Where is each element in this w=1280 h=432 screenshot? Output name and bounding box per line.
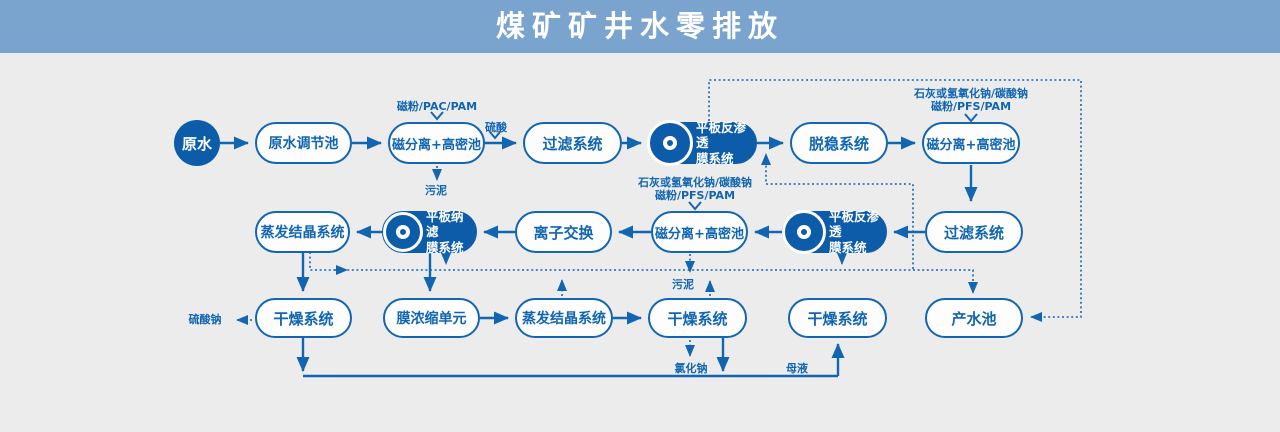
dotted-recycle-to-destab-feed: [761, 153, 914, 269]
node-destabilization: 脱稳系统: [790, 122, 888, 164]
node-evaporation-crystallization-1: 蒸发结晶系统: [255, 211, 350, 253]
chevron-dosing-r1: [430, 111, 444, 121]
label-sludge-1: 污泥: [425, 184, 447, 197]
label-line: 磁粉/PFS/PAM: [930, 100, 1012, 114]
node-drying-2: 干燥系统: [648, 298, 747, 338]
node-label: 平板纳滤 膜系统: [426, 208, 464, 255]
node-flat-ro-membrane-1: 平板反渗透 膜系统: [647, 119, 757, 166]
dotted-ro1-permeate-to-productpool: [708, 79, 1082, 322]
node-label: 平板反渗透 膜系统: [829, 208, 880, 255]
node-magnetic-separation-1b: 磁分离+高密池: [922, 122, 1020, 164]
membrane-disc-icon: [383, 212, 423, 252]
chevron-dosing-r2: [688, 201, 702, 211]
node-raw-water: 原水: [174, 120, 220, 166]
label-sludge-2: 污泥: [672, 278, 694, 291]
label-dosing-lime-group-1: 石灰或氢氧化钠/碳酸钠 磁粉/PFS/PAM: [914, 87, 1028, 113]
node-flat-nf-membrane: 平板纳滤 膜系统: [382, 208, 477, 255]
dosing-chevrons: [430, 111, 978, 211]
label-line: 石灰或氢氧化钠/碳酸钠: [913, 87, 1029, 100]
chevron-dosing-r1b: [964, 113, 978, 123]
dotted-cleanwater-collector: [309, 252, 978, 294]
node-evaporation-crystallization-2: 蒸发结晶系统: [515, 298, 613, 338]
node-product-water-pool: 产水池: [925, 298, 1023, 338]
node-magnetic-separation-2: 磁分离+高密池: [651, 211, 748, 253]
node-filtration-2: 过滤系统: [925, 211, 1023, 253]
membrane-disc-icon: [647, 120, 693, 166]
node-filtration-1: 过滤系统: [523, 122, 622, 164]
dotted-flow-lines: [236, 79, 1082, 357]
node-raw-water-regulating-pool: 原水调节池: [255, 122, 352, 164]
node-label: 平板反渗透 膜系统: [696, 119, 747, 166]
node-drying-1: 干燥系统: [255, 298, 352, 338]
node-membrane-concentration: 膜浓缩单元: [383, 298, 480, 338]
label-sodium-sulfate: 硫酸钠: [188, 313, 222, 326]
label-line: 磁粉/PFS/PAM: [654, 189, 736, 203]
solid-flow-arrows: [220, 136, 978, 378]
title-bar: 煤矿矿井水零排放: [0, 0, 1280, 53]
node-drying-3: 干燥系统: [788, 298, 887, 338]
label-mother-liquor: 母液: [786, 362, 808, 375]
label-dosing-lime-group-2: 石灰或氢氧化钠/碳酸钠 磁粉/PFS/PAM: [638, 176, 752, 202]
chevron-sulfuric-acid: [489, 131, 501, 140]
label-dosing-magpowder-pac-pam: 磁粉/PAC/PAM: [396, 100, 478, 113]
page-title: 煤矿矿井水零排放: [495, 9, 784, 43]
membrane-disc-icon: [782, 210, 826, 254]
label-sulfuric-acid: 硫酸: [485, 121, 507, 134]
node-flat-ro-membrane-2: 平板反渗透 膜系统: [782, 208, 887, 255]
label-sodium-chloride: 氯化钠: [674, 362, 708, 375]
label-line: 石灰或氢氧化钠/碳酸钠: [637, 176, 753, 189]
node-ion-exchange: 离子交换: [515, 211, 612, 253]
node-magnetic-separation-1: 磁分离+高密池: [388, 122, 485, 164]
